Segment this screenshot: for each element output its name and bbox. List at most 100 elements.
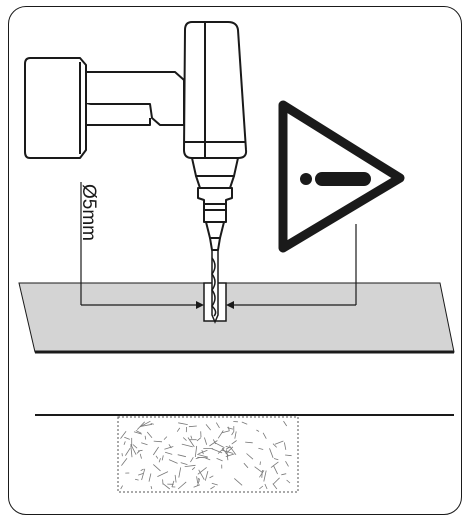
insulation-fiber — [264, 483, 268, 490]
insulation-fiber — [241, 421, 248, 425]
insulation-fiber — [256, 429, 260, 432]
insulation-fiber — [136, 450, 140, 454]
insulation-fiber — [191, 467, 196, 471]
insulation-fiber — [148, 473, 152, 482]
insulation-fiber — [227, 426, 230, 431]
insulation-fiber — [204, 470, 209, 481]
insulation-fiber — [273, 458, 279, 461]
insulation-fiber — [221, 449, 234, 454]
insulation-fiber — [272, 443, 277, 448]
insulation-fiber — [197, 478, 200, 486]
insulation-fiber — [180, 462, 188, 465]
insulation-fiber — [228, 445, 237, 456]
insulation-fiber — [273, 465, 278, 475]
drill-diameter-label: Ø5mm — [78, 184, 99, 241]
insulation-fiber — [139, 420, 151, 428]
insulation-fiber — [188, 425, 197, 428]
insulation-fiber — [190, 457, 194, 463]
insulation-fiber — [137, 449, 143, 452]
insulation-fiber — [273, 477, 280, 485]
drill-bit — [211, 249, 219, 324]
insulation-fiber — [190, 435, 193, 439]
insulation-fiber — [120, 485, 123, 490]
insulation-fiber — [231, 430, 235, 436]
insulation-fiber — [259, 461, 261, 466]
insulation-fiber — [231, 440, 237, 445]
insulation-fiber — [135, 430, 142, 434]
insulation-fiber — [197, 467, 207, 475]
insulation-fiber — [121, 457, 128, 466]
insulation-fiber — [140, 423, 153, 427]
insulation-fiber — [163, 436, 168, 440]
insulation-fiber — [283, 420, 288, 427]
insulation-fiber — [217, 430, 224, 439]
insulation-fiber — [177, 454, 186, 458]
insulation-fiber — [177, 481, 187, 490]
insulation-fiber — [259, 485, 264, 490]
insulation-fiber — [133, 431, 143, 435]
insulation-fiber — [125, 447, 131, 456]
insulation-fiber — [124, 436, 130, 440]
insulation-fiber — [270, 461, 279, 468]
insulation-fiber — [198, 477, 200, 482]
insulation-fiber — [281, 473, 287, 476]
insulation-fiber — [136, 421, 145, 430]
insulation-fiber — [285, 461, 289, 467]
insulation-fiber — [140, 468, 144, 471]
insulation-fiber — [245, 441, 253, 444]
insulation-fiber — [152, 446, 159, 456]
insulation-fiber — [254, 466, 263, 473]
insulation-block — [117, 416, 299, 493]
insulation-fiber — [181, 443, 193, 448]
insulation-fiber — [120, 430, 127, 439]
insulation-fiber — [153, 464, 161, 472]
insulation-fiber — [209, 440, 218, 447]
insulation-fiber — [164, 451, 173, 455]
insulation-fiber — [161, 455, 164, 461]
insulation-fiber — [259, 470, 265, 478]
insulation-fiber — [205, 424, 212, 431]
insulation-fiber — [234, 431, 237, 439]
insulation-fiber — [141, 468, 146, 481]
insulation-fiber — [243, 462, 249, 469]
insulation-fiber — [197, 456, 208, 459]
insulation-fiber — [258, 447, 264, 450]
insulation-fiber — [284, 442, 287, 450]
insulation-fiber — [197, 454, 208, 458]
insulation-fiber — [153, 440, 163, 443]
insulation-fiber — [146, 431, 153, 438]
insulation-fiber — [150, 485, 153, 490]
insulation-fiber — [144, 435, 147, 440]
dimension-arrows — [196, 301, 234, 309]
insulation-fiber — [130, 445, 133, 458]
insulation-fiber — [184, 464, 196, 467]
insulation-fiber — [226, 446, 230, 450]
insulation-fiber — [174, 474, 177, 483]
insulation-fiber — [263, 470, 267, 482]
insulation-fiber — [210, 485, 215, 490]
insulation-fiber — [274, 440, 284, 445]
insulation-fiber — [201, 449, 204, 455]
insulation-fiber — [216, 458, 223, 462]
insulation-fiber — [272, 483, 278, 490]
insulation-fiber — [196, 437, 202, 442]
insulation-fiber — [204, 437, 208, 445]
insulation-fiber — [178, 467, 182, 478]
insulation-fiber — [217, 447, 225, 454]
insulation-fiber — [135, 478, 139, 481]
insulation-fiber — [157, 471, 169, 477]
insulation-fiber — [138, 473, 144, 476]
dimension-lines — [80, 182, 357, 306]
insulation-fiber — [194, 445, 198, 458]
insulation-fiber — [211, 448, 223, 454]
insulation-fiber — [198, 469, 205, 480]
insulation-fiber — [171, 480, 175, 488]
insulation-fiber — [141, 442, 148, 446]
insulation-fiber — [246, 453, 254, 460]
insulation-fiber — [214, 442, 224, 448]
insulation-fiber — [269, 448, 274, 458]
insulation-fiber — [182, 437, 187, 441]
insulation-fiber — [221, 430, 230, 434]
insulation-fiber — [132, 444, 138, 449]
